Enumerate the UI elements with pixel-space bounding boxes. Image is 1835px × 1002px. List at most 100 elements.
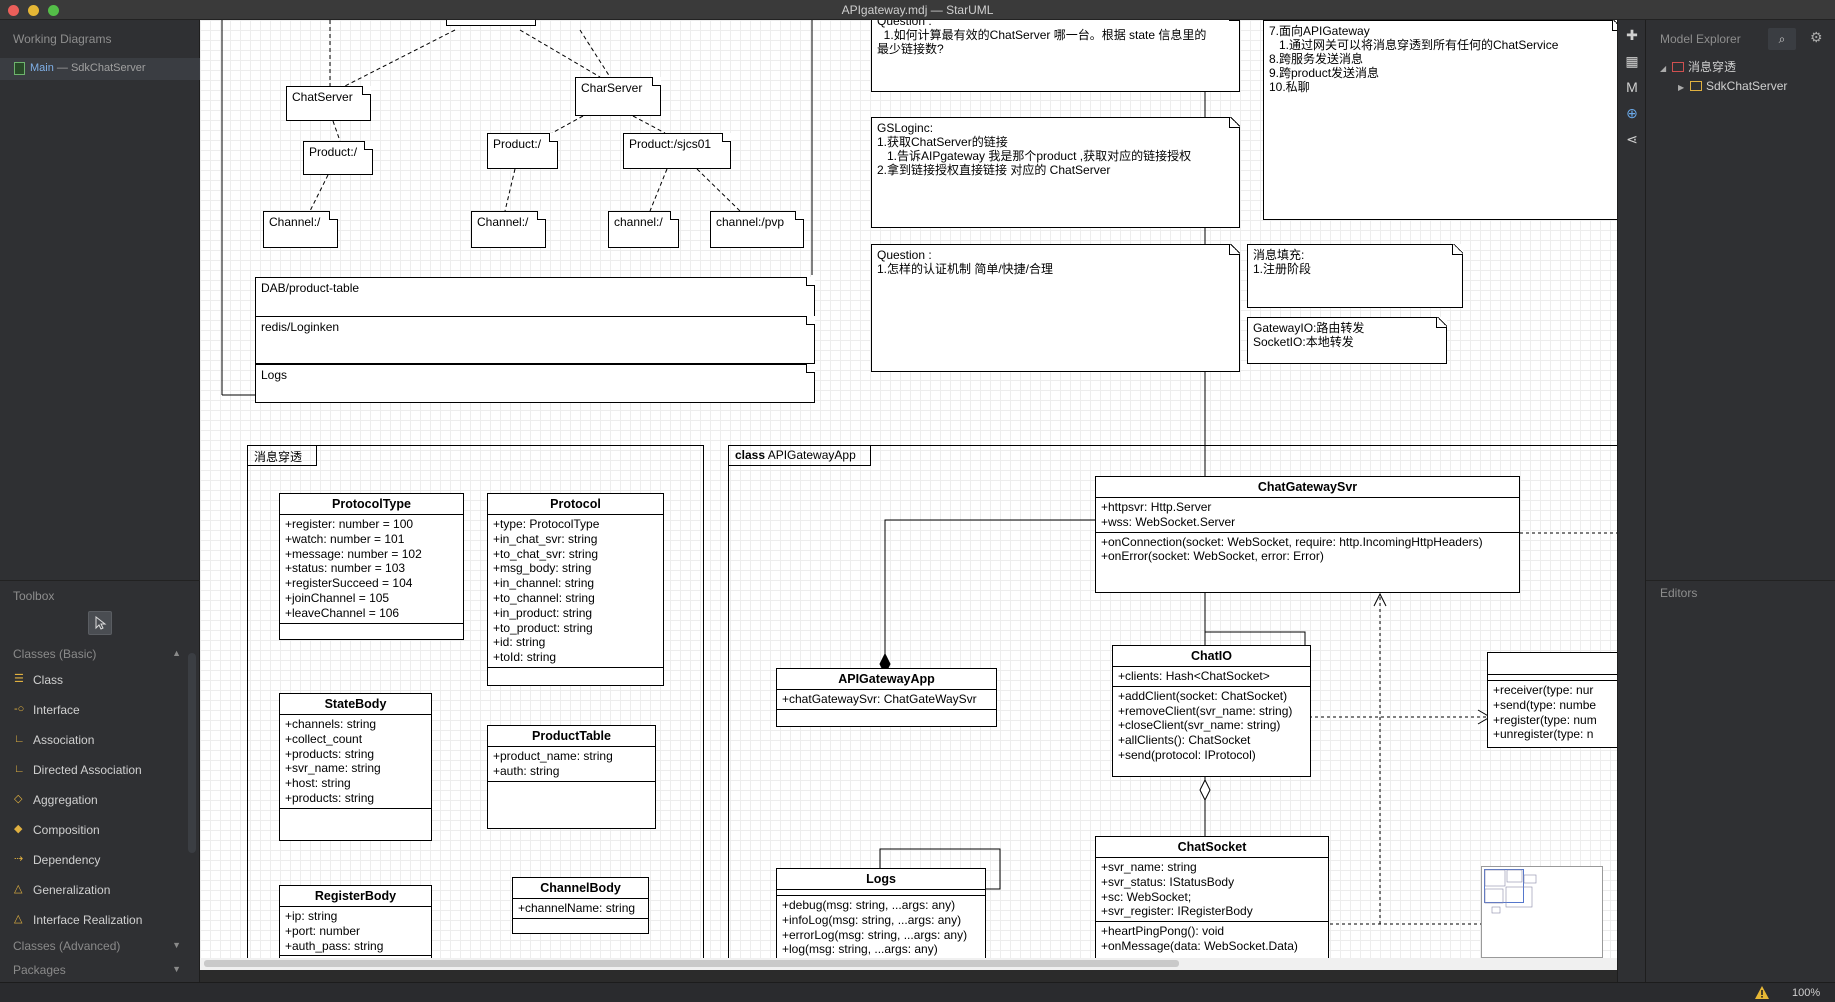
- note-question-chatserver[interactable]: Question : 1.如何计算最有效的ChatServer 哪一台。根据 s…: [871, 20, 1240, 92]
- share-icon[interactable]: ⋖: [1626, 131, 1638, 147]
- node-label: CharServer: [581, 81, 643, 95]
- class-statebody[interactable]: StateBody +channels: string +collect_cou…: [279, 693, 432, 841]
- class-attribute: +sc: WebSocket;: [1101, 889, 1192, 904]
- model-explorer-title: Model Explorer: [1660, 32, 1741, 46]
- navigator-icon[interactable]: ⊕: [1626, 105, 1638, 121]
- class-name: StateBody: [280, 694, 431, 715]
- select-tool-button[interactable]: [88, 611, 112, 635]
- working-diagram-item-main[interactable]: Main — SdkChatServer: [0, 58, 200, 80]
- gear-icon[interactable]: ⚙: [1810, 29, 1823, 45]
- class-diagram-icon: [14, 62, 25, 75]
- chevron-down-icon[interactable]: ◢: [1660, 64, 1667, 73]
- class-apigatewayapp[interactable]: APIGatewayApp +chatGatewaySvr: ChatGateW…: [776, 668, 997, 727]
- frame-message-penetration[interactable]: 消息穿透: [247, 445, 704, 970]
- topology-node-channel-2[interactable]: Channel:/: [471, 211, 546, 248]
- toolbox-scrollbar[interactable]: [188, 653, 196, 853]
- class-attributes: +chatGatewaySvr: ChatGateWaySvr: [777, 690, 996, 710]
- topology-node-charserver[interactable]: CharServer: [575, 77, 661, 116]
- warning-icon[interactable]: [1754, 985, 1770, 1001]
- topology-node-product-1[interactable]: Product:/: [303, 141, 373, 175]
- search-icon[interactable]: ⌕: [1768, 28, 1796, 50]
- store-redis-loginken[interactable]: redis/Loginken: [255, 316, 815, 364]
- toolbox-item-label: Class: [33, 673, 64, 687]
- topology-node-channel-pvp[interactable]: channel:/pvp: [710, 211, 804, 248]
- class-attribute: +auth: string: [493, 763, 560, 778]
- topology-node-product-2[interactable]: Product:/: [487, 133, 558, 169]
- class-producttable[interactable]: ProductTable +product_name: string +auth…: [487, 725, 656, 829]
- class-chatio[interactable]: ChatIO +clients: Hash<ChatSocket> +addCl…: [1112, 645, 1311, 777]
- frame-apigatewayapp[interactable]: class APIGatewayApp: [728, 445, 1617, 970]
- chevron-right-icon[interactable]: ▶: [1678, 83, 1685, 92]
- note-feature-list[interactable]: 7.面向APIGateway 1.通过网关可以将消息穿透到所有任何的ChatSe…: [1263, 20, 1617, 220]
- class-attribute: +in_chat_svr: string: [493, 531, 598, 546]
- note-gslogin[interactable]: GSLoginc: 1.获取ChatServer的链接 1.告诉AIPgatew…: [871, 117, 1240, 228]
- topology-node-product-sjcs01[interactable]: Product:/sjcs01: [623, 133, 731, 169]
- topology-node-chatserver[interactable]: ChatServer: [286, 86, 371, 121]
- class-name: ProductTable: [488, 726, 655, 747]
- extensions-icon[interactable]: ✚: [1626, 27, 1638, 43]
- close-window-button[interactable]: [8, 5, 19, 16]
- dependency-icon: ⇢: [14, 853, 24, 865]
- class-attribute: +chatGatewaySvr: ChatGateWaySvr: [782, 692, 977, 706]
- toolbox-item-label: Interface Realization: [33, 913, 143, 927]
- note-gateway-io[interactable]: GatewayIO:路由转发 SocketIO:本地转发: [1247, 317, 1447, 364]
- class-attribute: +in_product: string: [493, 605, 593, 620]
- node-label: Product:/: [309, 145, 358, 159]
- class-attribute: +svr_status: IStatusBody: [1101, 874, 1235, 889]
- canvas-horizontal-scrollbar[interactable]: [204, 960, 1179, 967]
- toolbox-item-interface[interactable]: -○Interface: [0, 695, 185, 723]
- topology-node-channel-1[interactable]: Channel:/: [263, 211, 338, 248]
- frame-tab-name: APIGatewayApp: [767, 448, 856, 462]
- toolbox-item-generalization[interactable]: △Generalization: [0, 875, 185, 903]
- class-attribute: +port: number: [285, 923, 361, 938]
- node-label: Product:/: [493, 137, 542, 151]
- note-message-fill[interactable]: 消息填充: 1.注册阶段: [1247, 244, 1463, 308]
- toolbox-item-association[interactable]: ∟Association: [0, 725, 185, 753]
- class-registerbody[interactable]: RegisterBody +ip: string +port: number +…: [279, 885, 432, 970]
- tree-item-sdkchatserver[interactable]: ▶SdkChatServer: [1678, 79, 1787, 99]
- note-question-auth[interactable]: Question : 1.怎样的认证机制 简单/快捷/合理: [871, 244, 1240, 372]
- zoom-level[interactable]: 100%: [1792, 987, 1821, 999]
- minimize-window-button[interactable]: [28, 5, 39, 16]
- tree-item-root[interactable]: ◢消息穿透: [1660, 58, 1736, 78]
- layout-icon[interactable]: ▦: [1625, 53, 1639, 69]
- composition-icon: ◆: [14, 823, 23, 835]
- class-partial-right[interactable]: +receiver(type: nur +send(type: numbe +r…: [1487, 652, 1617, 748]
- toolbox-item-interface-realization[interactable]: △Interface Realization: [0, 905, 185, 933]
- minimap-viewport[interactable]: [1484, 869, 1524, 903]
- class-attribute: +products: string: [285, 790, 375, 805]
- toolbox-item-dependency[interactable]: ⇢Dependency: [0, 845, 185, 873]
- toolbox-group-packages[interactable]: Packages ▼: [0, 959, 185, 979]
- class-attribute: +channels: string: [285, 717, 377, 731]
- class-attribute: +toId: string: [493, 650, 557, 665]
- toolbox-item-class[interactable]: ☰Class: [0, 665, 185, 693]
- store-logs[interactable]: Logs: [255, 364, 815, 403]
- store-product-table[interactable]: DAB/product-table: [255, 277, 815, 317]
- toolbox-group-classes-basic[interactable]: Classes (Basic) ▲: [0, 643, 185, 665]
- class-operations: +receiver(type: nur +send(type: numbe +r…: [1488, 681, 1617, 744]
- store-label: redis/Loginken: [261, 320, 340, 334]
- class-protocoltype[interactable]: ProtocolType +register: number = 100 +wa…: [279, 493, 464, 640]
- maximize-window-button[interactable]: [48, 5, 59, 16]
- class-chatsocket[interactable]: ChatSocket +svr_name: string +svr_status…: [1095, 836, 1329, 970]
- topology-node-channel-3[interactable]: channel:/: [608, 211, 679, 248]
- class-operation: +onConnection(socket: WebSocket, require…: [1101, 534, 1483, 549]
- class-logs[interactable]: Logs +debug(msg: string, ...args: any) +…: [776, 868, 986, 970]
- class-channelbody[interactable]: ChannelBody +channelName: string: [512, 877, 649, 934]
- toolbox-item-composition[interactable]: ◆Composition: [0, 815, 185, 843]
- editors-title: Editors: [1660, 586, 1698, 600]
- class-attribute: +auth_pass: string: [285, 938, 384, 953]
- class-chatgatewaysvr[interactable]: ChatGatewaySvr +httpsvr: Http.Server +ws…: [1095, 476, 1520, 593]
- class-operation: +removeClient(svr_name: string): [1118, 703, 1293, 718]
- class-protocol[interactable]: Protocol +type: ProtocolType +in_chat_sv…: [487, 493, 664, 686]
- toolbox-group-classes-advanced[interactable]: Classes (Advanced) ▼: [0, 935, 185, 957]
- toolbox-item-aggregation[interactable]: ◇Aggregation: [0, 785, 185, 813]
- topology-node-top[interactable]: [446, 20, 536, 26]
- markdown-icon[interactable]: M: [1626, 79, 1638, 95]
- class-operation: +debug(msg: string, ...args: any): [782, 898, 956, 912]
- toolbox-group-label: Packages: [13, 963, 66, 977]
- toolbox-item-directed-association[interactable]: ∟Directed Association: [0, 755, 185, 783]
- interface-icon: -○: [14, 703, 25, 715]
- diagram-canvas[interactable]: ChatServer CharServer Product:/ Product:…: [200, 20, 1617, 970]
- diagram-minimap[interactable]: [1481, 866, 1603, 958]
